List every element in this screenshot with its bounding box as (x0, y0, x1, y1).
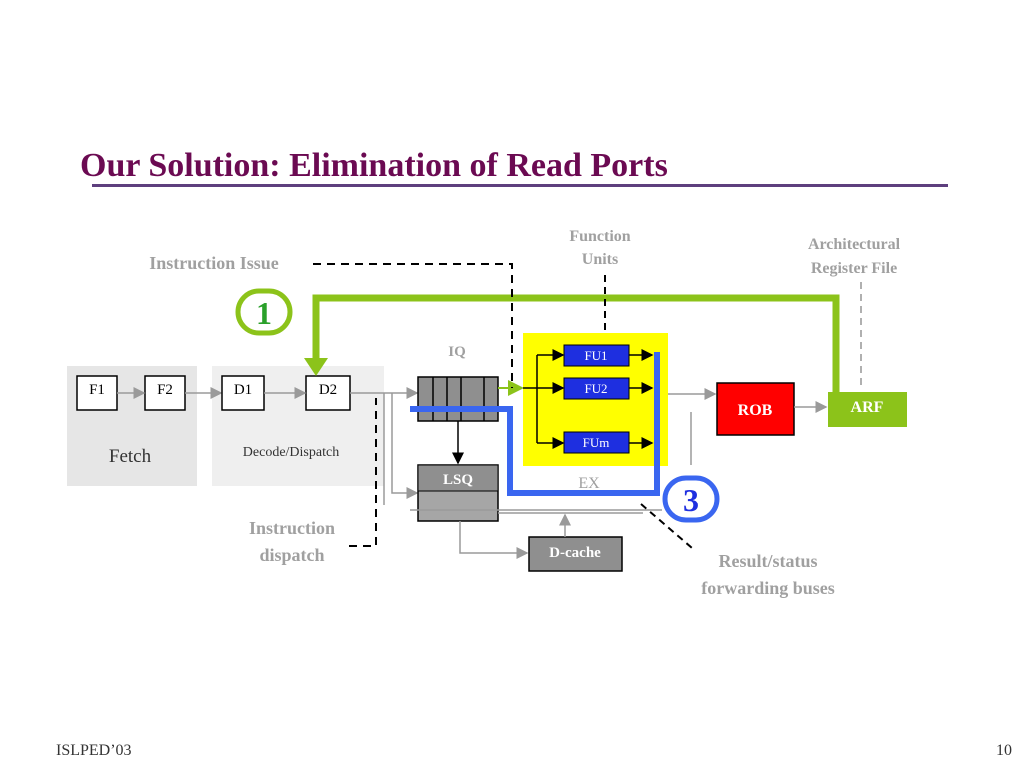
title-underline (92, 184, 948, 187)
marker-1-label: 1 (256, 295, 272, 331)
fu2-label: FU2 (584, 381, 607, 396)
footer-conference: ISLPED’03 (56, 742, 132, 759)
result-forwarding-annotation-line1: Result/status (718, 551, 817, 571)
instruction-dispatch-annotation-line1: Instruction (249, 518, 335, 538)
arf-annotation-line2: Register File (811, 260, 897, 277)
decode-dispatch-label: Decode/Dispatch (243, 445, 339, 460)
marker-3-badge (662, 475, 720, 523)
arf-box (828, 392, 907, 427)
result-forwarding-annotation-line2: forwarding buses (701, 578, 835, 598)
instruction-issue-leader (313, 263, 513, 388)
dcache-label: D-cache (549, 545, 601, 561)
lsq-header (417, 464, 499, 492)
arf-read-path-arrowhead (304, 358, 328, 376)
iq-label: IQ (448, 344, 466, 360)
d2-box (305, 375, 351, 411)
instruction-dispatch-annotation-line2: dispatch (259, 545, 324, 565)
fetch-label: Fetch (109, 446, 152, 467)
f2-box (144, 375, 186, 411)
arf-label: ARF (851, 399, 884, 416)
arf-read-path (312, 294, 840, 392)
d1-box (221, 375, 265, 411)
instruction-issue-annotation: Instruction Issue (149, 253, 279, 273)
fum-label: FUm (583, 435, 610, 450)
function-units-annotation-line2: Units (582, 251, 618, 268)
lsq-to-dcache-arrow (459, 521, 529, 559)
f1-label: F1 (89, 382, 105, 398)
arf-annotation-line1: Architectural (808, 236, 901, 253)
function-units-annotation-line1: Function (569, 228, 630, 245)
page-number: 10 (996, 742, 1012, 759)
fu1-label: FU1 (584, 348, 607, 363)
iq-box (417, 376, 499, 422)
marker-1-badge (235, 288, 293, 336)
dispatch-to-lsq-arrow (391, 393, 419, 499)
slide-title: Our Solution: Elimination of Read Ports (80, 147, 668, 184)
dcache-box (528, 536, 623, 572)
marker-3-label: 3 (683, 482, 699, 518)
rob-label: ROB (738, 402, 773, 419)
d1-label: D1 (234, 382, 252, 398)
lsq-label: LSQ (443, 472, 473, 488)
rob-box (716, 382, 795, 436)
f2-label: F2 (157, 382, 173, 398)
d2-label: D2 (319, 382, 337, 398)
forwarding-path (410, 352, 660, 496)
ex-label: EX (578, 475, 600, 492)
